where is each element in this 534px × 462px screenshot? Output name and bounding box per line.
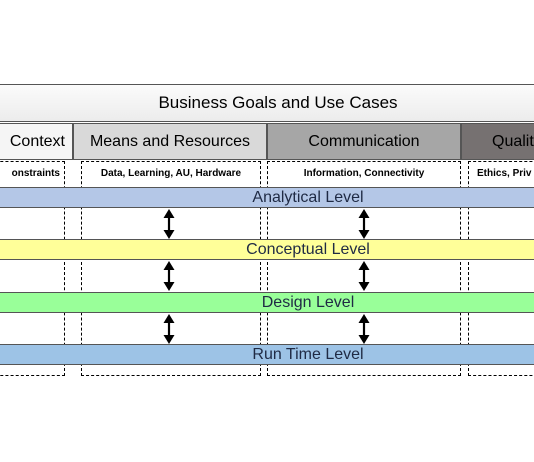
means-resources-detail: Data, Learning, AU, Hardware [100, 168, 242, 179]
run-time-level-bar: Run Time Level [0, 344, 534, 365]
conceptual-level-bar: Conceptual Level [0, 239, 534, 260]
double-arrow-icon [358, 261, 370, 291]
double-arrow-icon [358, 314, 370, 344]
means-resources-category: Means and Resources [73, 123, 267, 160]
analytical-level-label: Analytical Level [252, 188, 364, 206]
conceptual-level-label: Conceptual Level [246, 240, 370, 258]
double-arrow-icon [358, 209, 370, 239]
banner-title: Business Goals and Use Cases [158, 93, 398, 112]
design-level-bar: Design Level [0, 292, 534, 313]
business-goals-banner: Business Goals and Use Cases [0, 84, 534, 122]
double-arrow-icon [163, 209, 175, 239]
communication-detail: Information, Connectivity [303, 168, 425, 179]
design-level-label: Design Level [261, 293, 355, 311]
quality-category: Qualit [461, 123, 534, 160]
communication-category: Communication [267, 123, 461, 160]
quality-detail: Ethics, Priv [477, 168, 532, 179]
analytical-level-bar: Analytical Level [0, 187, 534, 208]
context-category: Context [0, 123, 73, 160]
context-detail: onstraints [11, 168, 60, 179]
double-arrow-icon [163, 314, 175, 344]
double-arrow-icon [163, 261, 175, 291]
run-time-level-label: Run Time Level [252, 345, 364, 363]
